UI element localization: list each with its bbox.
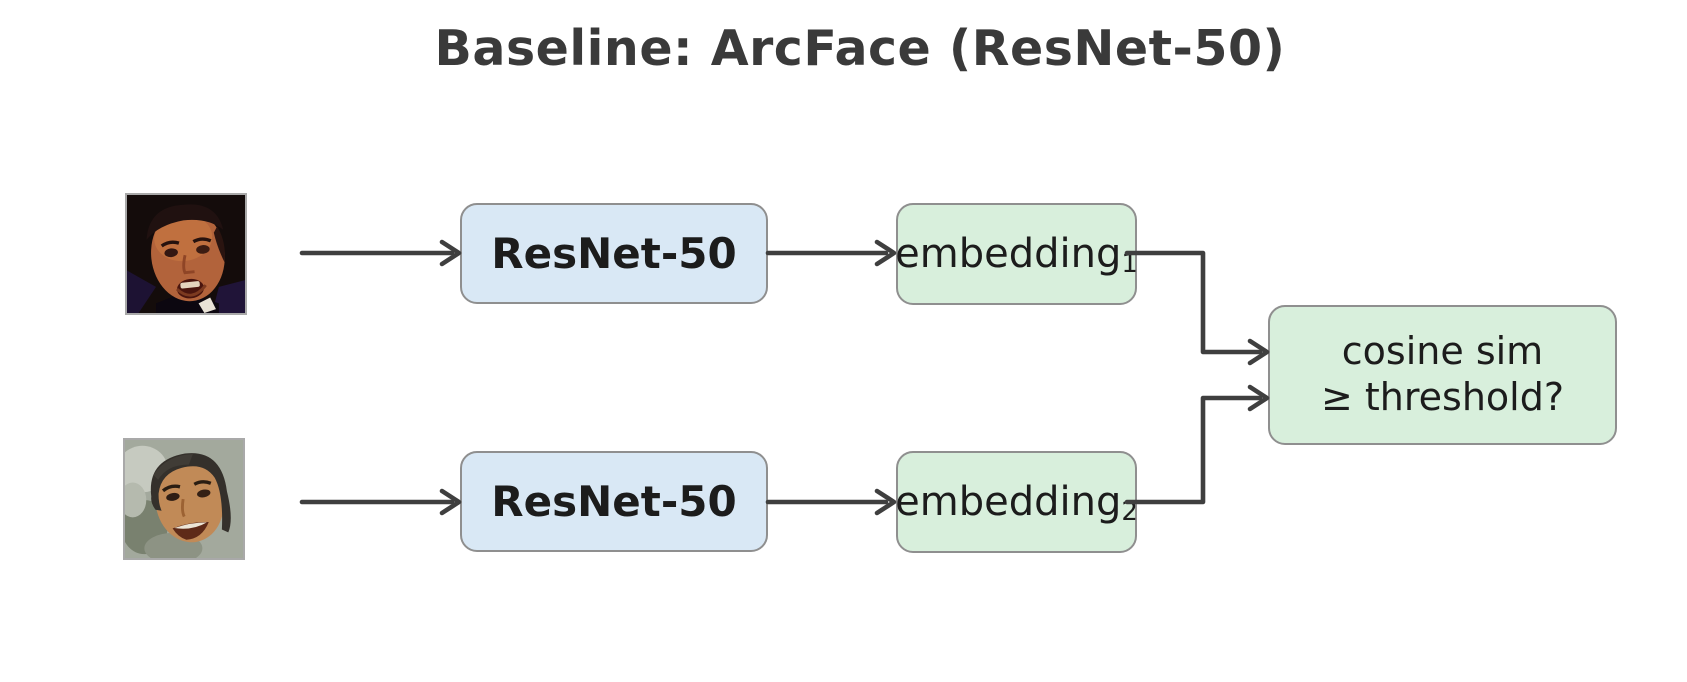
arrow-embedding1-to-decision [1124, 250, 1270, 366]
embedding-box-2-subscript: 2 [1121, 497, 1138, 527]
arrow-face2-to-model2 [299, 488, 462, 516]
decision-line-2: ≥ threshold? [1320, 375, 1565, 419]
face-photo-1 [125, 193, 247, 315]
embedding-box-2-label: embedding2 [895, 479, 1138, 525]
face-photo-1-art [127, 195, 245, 313]
arrow-face1-to-model1 [299, 239, 462, 267]
model-box-1-label: ResNet-50 [491, 229, 737, 278]
embedding-box-1-subscript: 1 [1121, 249, 1138, 279]
arrow-model2-to-embedding2 [765, 488, 897, 516]
page-title: Baseline: ArcFace (ResNet-50) [434, 20, 1286, 77]
face-photo-2-art [125, 440, 243, 558]
embedding-box-2-text: embedding [895, 479, 1122, 525]
face-photo-2 [123, 438, 245, 560]
decision-box-label: cosine sim ≥ threshold? [1321, 329, 1564, 420]
embedding-box-1: embedding1 [895, 203, 1138, 305]
model-box-2-label: ResNet-50 [491, 477, 737, 526]
embedding-box-1-text: embedding [895, 231, 1122, 277]
decision-box: cosine sim ≥ threshold? [1268, 305, 1617, 445]
model-box-1: ResNet-50 [460, 203, 768, 304]
decision-line-1: cosine sim [1341, 329, 1544, 374]
embedding-box-2: embedding2 [895, 451, 1138, 553]
arrow-model1-to-embedding1 [765, 239, 897, 267]
model-box-2: ResNet-50 [460, 451, 768, 552]
arrow-embedding2-to-decision [1124, 384, 1270, 505]
embedding-box-1-label: embedding1 [895, 231, 1138, 277]
